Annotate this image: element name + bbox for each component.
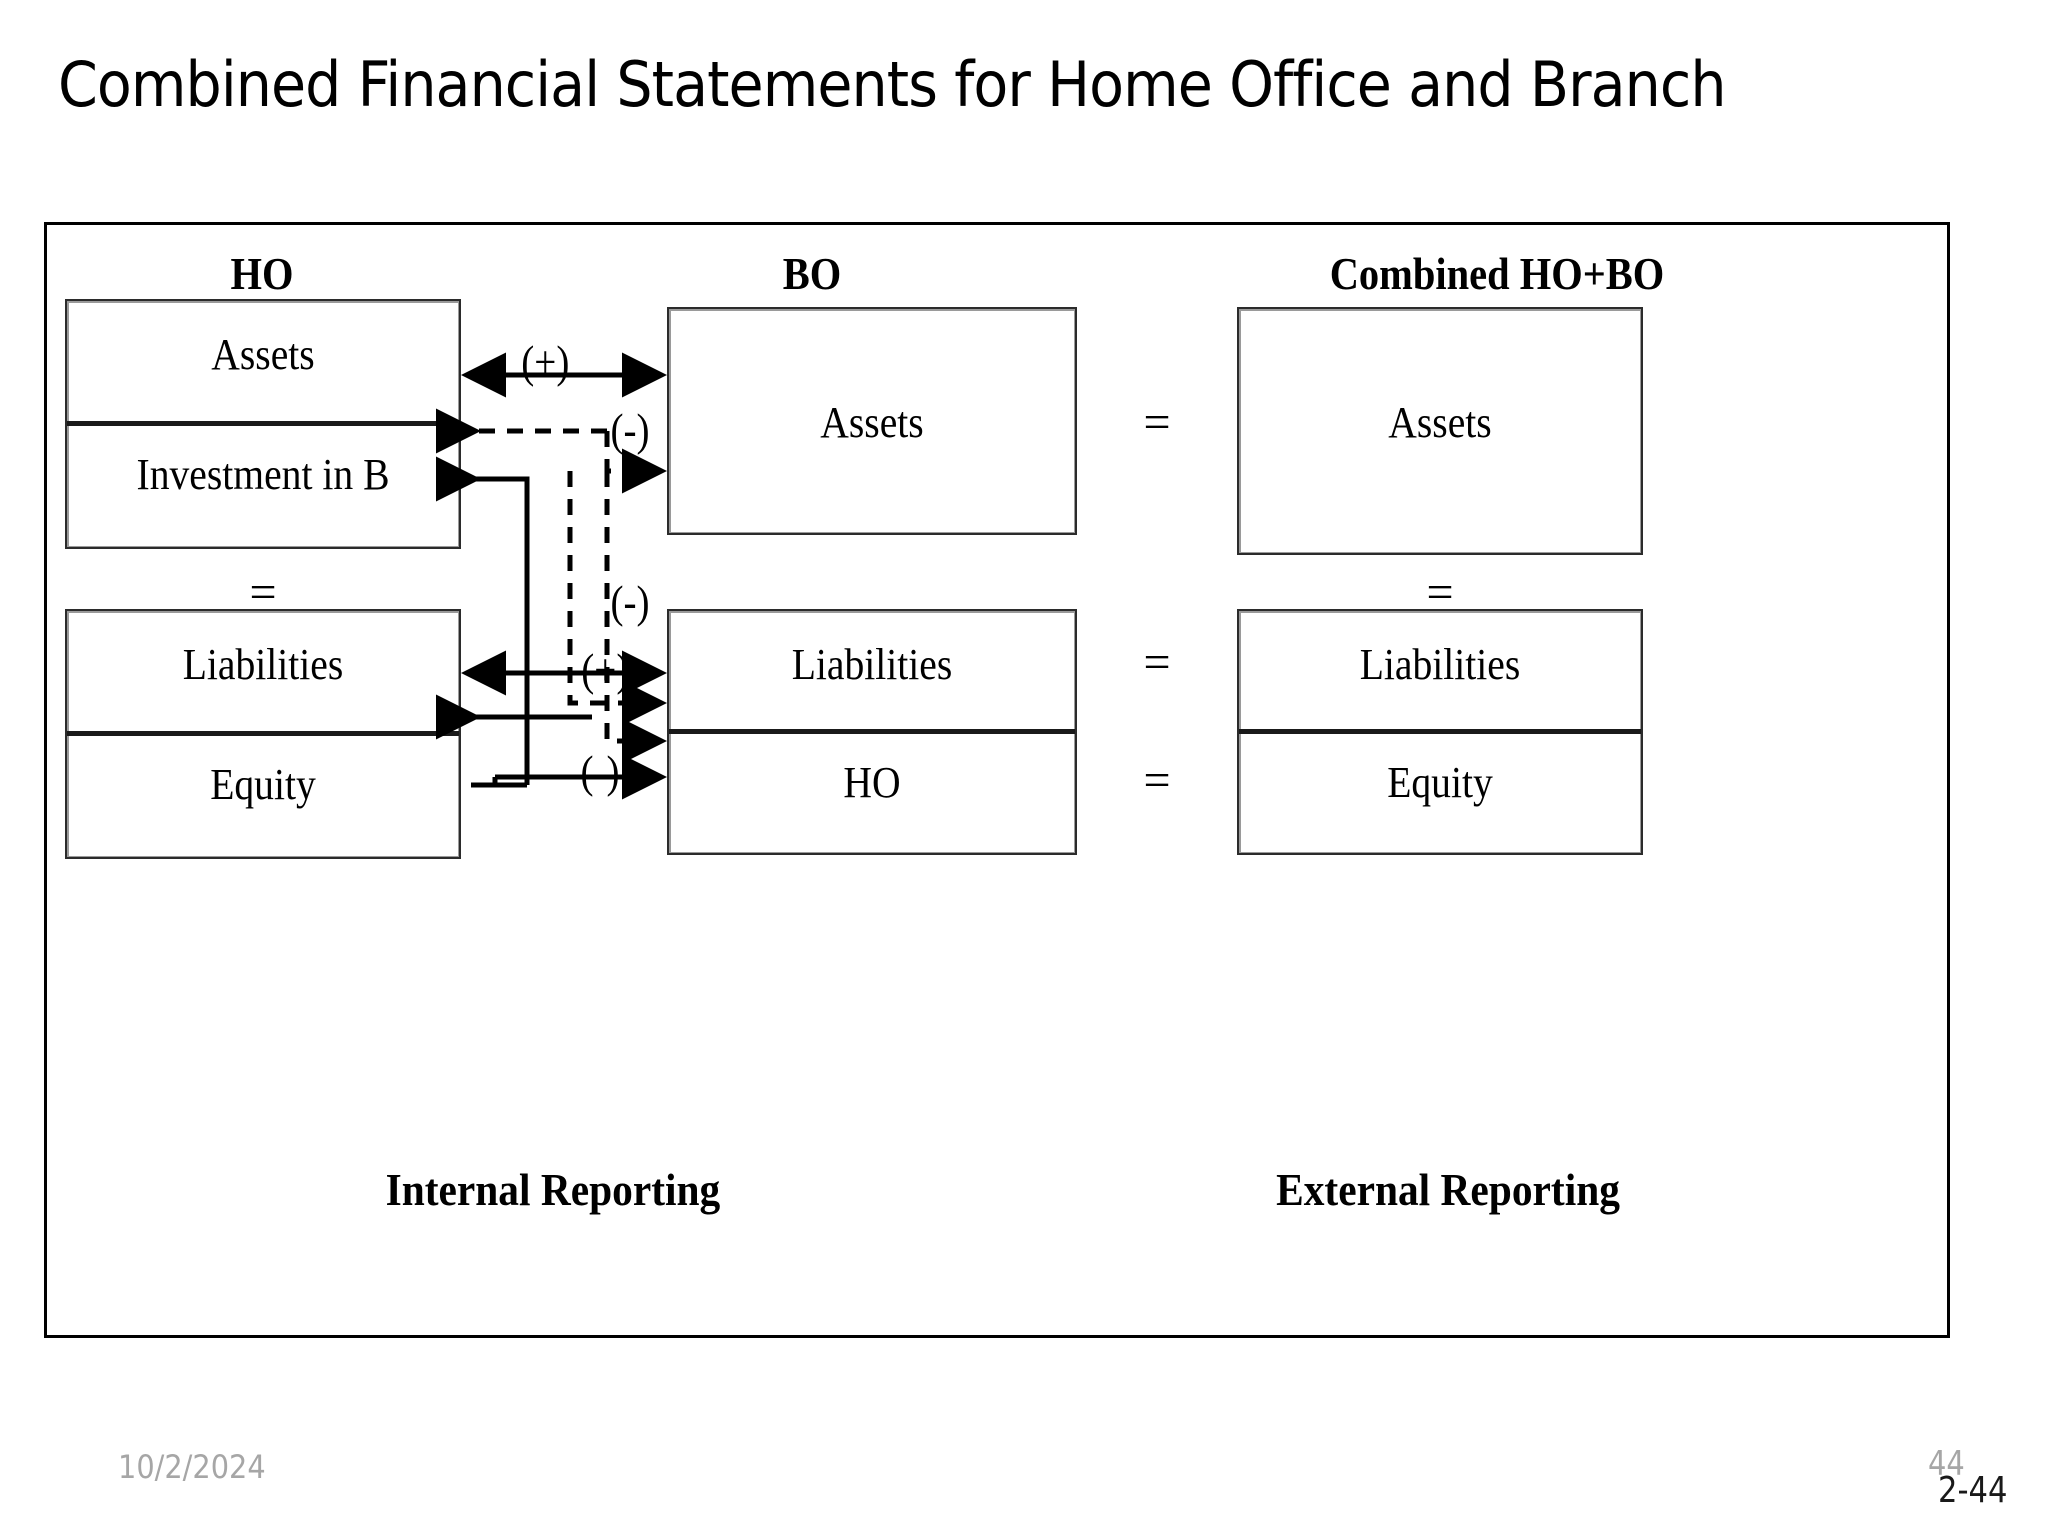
annotation-liabilities-minus: (-) [610,576,650,627]
footer-date: 10/2/2024 [118,1448,266,1486]
ho-lower-divider [67,731,459,736]
ho-upper-divider [67,421,459,426]
column-header-bo: BO [782,248,842,299]
caption-internal-reporting: Internal Reporting [385,1164,721,1215]
annotation-liabilities-plus: (+) [581,644,630,695]
ho-liabilities-equity-box: Liabilities Equity [65,609,461,859]
combined-liabilities-label: Liabilities [1359,640,1521,689]
equals-liabilities-row: = [1143,636,1171,689]
bo-divider [669,729,1075,734]
bo-liabilities-label: Liabilities [791,640,953,689]
annotation-equity-minus: (-) [580,746,620,797]
ho-liabilities-label: Liabilities [182,640,344,689]
bo-ho-label: HO [843,758,901,807]
ho-equity-label: Equity [210,760,316,809]
equals-equity-row: = [1143,754,1171,807]
ho-investment-label: Investment in B [136,450,390,499]
bo-assets-box: Assets [667,307,1077,535]
column-header-ho: HO [230,248,294,299]
combined-divider [1239,729,1641,734]
footer-page-number: 2-44 [1938,1470,2008,1511]
caption-external-reporting: External Reporting [1276,1164,1620,1215]
bo-assets-label: Assets [820,398,924,447]
diagram-frame: HO BO Combined HO+BO Assets Investment i… [44,222,1950,1338]
combined-equity-label: Equity [1387,758,1493,807]
page-title: Combined Financial Statements for Home O… [58,48,1727,121]
column-header-combined: Combined HO+BO [1329,248,1665,299]
combined-liabilities-equity-box: Liabilities Equity [1237,609,1643,855]
combined-assets-label: Assets [1388,398,1492,447]
bo-liabilities-ho-box: Liabilities HO [667,609,1077,855]
annotation-assets-plus: (+) [521,336,570,387]
annotation-assets-minus: (-) [610,404,650,455]
footer-page-number-gray: 44 [1928,1444,1965,1484]
combined-assets-box: Assets [1237,307,1643,555]
equals-assets-row: = [1143,396,1171,449]
ho-assets-label: Assets [211,330,315,379]
ho-assets-investment-box: Assets Investment in B [65,299,461,549]
